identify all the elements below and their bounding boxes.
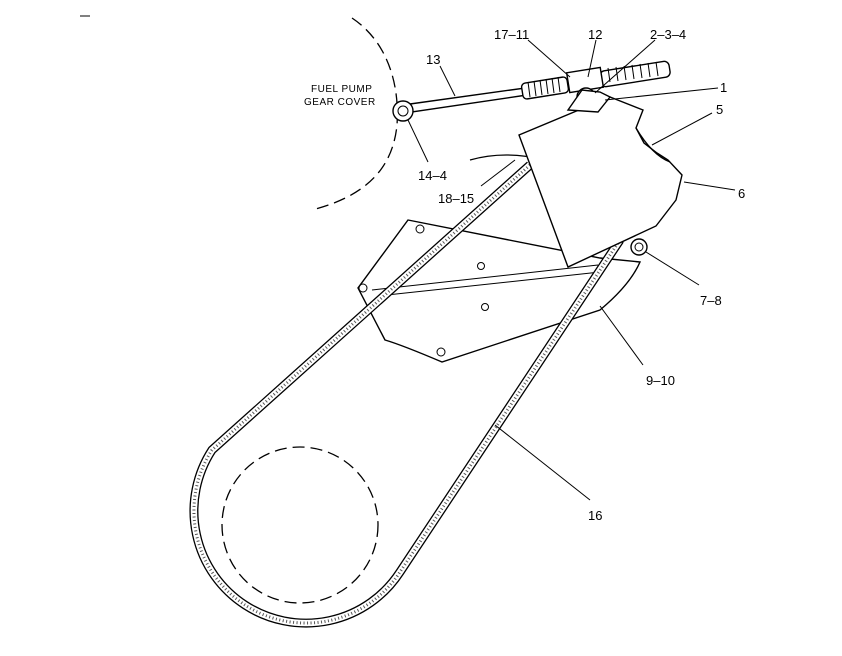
label-gear-cover: GEAR COVER (304, 97, 376, 108)
label-18-15: 18–15 (438, 191, 474, 206)
leader-12 (587, 39, 597, 78)
guard-arm (566, 89, 612, 113)
label-7-8: 7–8 (700, 293, 722, 308)
label-17-11: 17–11 (494, 27, 529, 42)
lower-pivot-bolt-inner (634, 242, 644, 252)
turnbuckle-right (599, 60, 671, 88)
lower-pivot-bolt (630, 238, 648, 256)
label-6: 6 (738, 186, 745, 201)
crank-pulley (221, 446, 379, 604)
guard-notch (635, 127, 671, 163)
label-1: 1 (720, 80, 727, 95)
bracket-hole (477, 262, 485, 270)
bracket-hole (358, 283, 368, 293)
label-13: 13 (426, 52, 440, 67)
leader-17-11 (527, 39, 571, 78)
leader-16 (494, 424, 591, 501)
belt-guard (518, 96, 683, 268)
label-14-4: 14–4 (418, 168, 447, 183)
turnbuckle-left (520, 76, 570, 100)
label-2-3-4: 2–3–4 (650, 27, 686, 42)
leader-14-4 (407, 119, 429, 163)
bracket-rib (371, 264, 599, 291)
leader-5 (651, 112, 713, 146)
leader-18-15 (480, 159, 516, 187)
label-16: 16 (588, 508, 602, 523)
label-5: 5 (716, 102, 723, 117)
bracket-hole (415, 224, 425, 234)
bracket-rib (377, 271, 601, 297)
bracket-hole (436, 347, 446, 357)
label-9-10: 9–10 (646, 373, 675, 388)
bracket-hole (481, 303, 489, 311)
leader-1 (604, 87, 719, 101)
leader-6 (683, 181, 736, 191)
leader-13 (439, 65, 456, 97)
leader-2-3-4 (594, 39, 656, 94)
label-12: 12 (588, 27, 602, 42)
leader-7-8 (645, 251, 700, 286)
adjusting-rod (409, 87, 528, 113)
drive-belt-texture (192, 163, 622, 625)
label-fuel-pump: FUEL PUMP (311, 84, 372, 95)
leader-9-10 (599, 305, 644, 366)
gear-cover-outline (311, 17, 399, 211)
rod-eye (392, 100, 414, 122)
rod-eye-inner (397, 105, 409, 117)
